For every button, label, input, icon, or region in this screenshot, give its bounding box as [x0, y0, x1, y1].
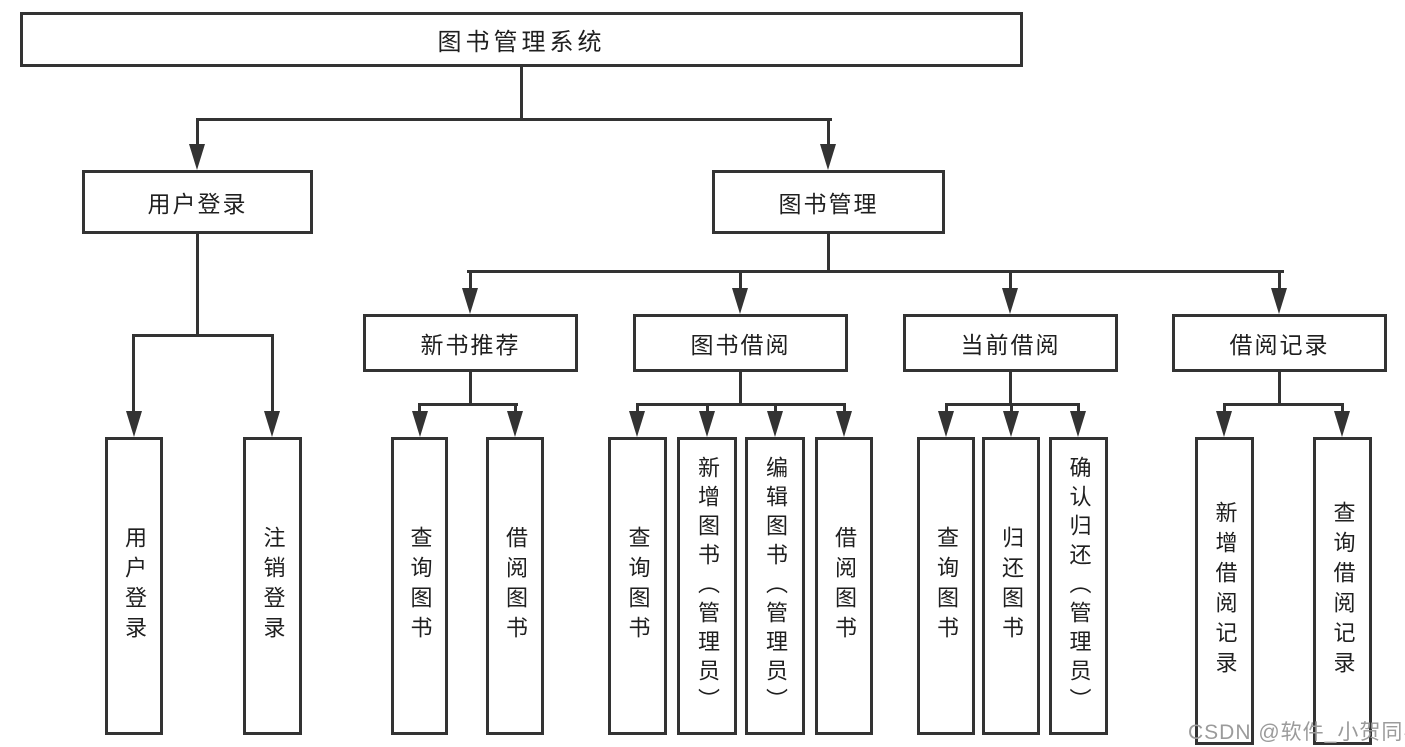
connector-stub	[636, 403, 639, 415]
arrow-down-icon	[1271, 288, 1287, 314]
leaf-newbook-borrow: 借阅图书	[486, 437, 544, 735]
node-book-management: 图书管理	[712, 170, 945, 234]
leaf-bb-query: 查询图书	[608, 437, 667, 735]
leaf-bb-query-label: 查询图书	[625, 526, 651, 646]
connector-stub-user-login	[196, 118, 199, 148]
leaf-logout-label: 注销登录	[260, 526, 286, 646]
connector-stub-leaf-login	[132, 334, 135, 414]
connector-stub	[1010, 403, 1013, 415]
node-root: 图书管理系统	[20, 12, 1023, 67]
connector-root-stem	[520, 67, 523, 118]
leaf-bb-edit-admin: 编辑图书（管理员）	[745, 437, 805, 735]
connector-stub	[706, 403, 709, 415]
arrow-down-icon	[836, 411, 852, 437]
arrow-down-icon	[507, 411, 523, 437]
node-book-borrow-label: 图书借阅	[690, 332, 791, 358]
leaf-cb-confirm-admin: 确认归还（管理员）	[1049, 437, 1108, 735]
arrow-down-icon	[629, 411, 645, 437]
arrow-down-icon	[1216, 411, 1232, 437]
connector-stub-leaf-logout	[271, 334, 274, 414]
leaf-cb-query-label: 查询图书	[934, 526, 959, 646]
connector-user-login-stem	[196, 234, 199, 337]
leaf-cb-return: 归还图书	[982, 437, 1040, 735]
node-user-login: 用户登录	[82, 170, 313, 234]
arrow-down-icon	[189, 144, 205, 170]
connector-stub	[514, 403, 517, 415]
connector-current-borrow-stem	[1009, 372, 1012, 406]
node-borrow-records: 借阅记录	[1172, 314, 1387, 372]
node-new-book-recommend-label: 新书推荐	[420, 332, 521, 358]
connector-book-mgmt-stem	[827, 234, 830, 273]
connector-new-book-stem	[469, 372, 472, 406]
arrow-down-icon	[264, 411, 280, 437]
connector-stub-book-borrow	[739, 270, 742, 292]
connector-level1-rail	[196, 118, 832, 121]
arrow-down-icon	[938, 411, 954, 437]
leaf-br-add-record-label: 新增借阅记录	[1212, 501, 1238, 681]
leaf-newbook-query: 查询图书	[391, 437, 448, 735]
connector-stub-current-borrow	[1009, 270, 1012, 292]
connector-stub	[945, 403, 948, 415]
arrow-down-icon	[1002, 288, 1018, 314]
leaf-br-query-record-label: 查询借阅记录	[1330, 501, 1356, 681]
connector-stub	[843, 403, 846, 415]
node-current-borrow-label: 当前借阅	[960, 332, 1061, 358]
leaf-bb-borrow-label: 借阅图书	[832, 526, 857, 646]
connector-book-borrow-stem	[739, 372, 742, 406]
arrow-down-icon	[1003, 411, 1019, 437]
connector-stub-borrow-records	[1278, 270, 1281, 292]
node-new-book-recommend: 新书推荐	[363, 314, 578, 372]
node-borrow-records-label: 借阅记录	[1229, 332, 1330, 358]
arrow-down-icon	[462, 288, 478, 314]
leaf-newbook-borrow-label: 借阅图书	[503, 526, 528, 646]
leaf-br-add-record: 新增借阅记录	[1195, 437, 1254, 745]
leaf-bb-add-admin: 新增图书（管理员）	[677, 437, 737, 735]
arrow-down-icon	[126, 411, 142, 437]
arrow-down-icon	[699, 411, 715, 437]
leaf-logout: 注销登录	[243, 437, 302, 735]
arrow-down-icon	[732, 288, 748, 314]
connector-stub	[1077, 403, 1080, 415]
node-book-management-label: 图书管理	[778, 191, 879, 217]
connector-stub-new-book	[469, 270, 472, 292]
node-root-label: 图书管理系统	[437, 29, 606, 56]
connector-new-book-rail	[418, 403, 518, 406]
connector-stub-book-mgmt	[827, 118, 830, 148]
leaf-bb-add-admin-label: 新增图书（管理员）	[695, 455, 720, 717]
leaf-cb-return-label: 归还图书	[999, 526, 1024, 646]
leaf-newbook-query-label: 查询图书	[407, 526, 433, 646]
connector-book-borrow-rail	[636, 403, 846, 406]
node-user-login-label: 用户登录	[147, 191, 248, 217]
leaf-user-login: 用户登录	[105, 437, 163, 735]
connector-borrow-records-stem	[1278, 372, 1281, 406]
connector-stub	[1341, 403, 1344, 415]
connector-borrow-records-rail	[1223, 403, 1344, 406]
arrow-down-icon	[1070, 411, 1086, 437]
arrow-down-icon	[1334, 411, 1350, 437]
leaf-bb-edit-admin-label: 编辑图书（管理员）	[763, 455, 788, 717]
arrow-down-icon	[412, 411, 428, 437]
connector-stub	[418, 403, 421, 415]
leaf-bb-borrow: 借阅图书	[815, 437, 873, 735]
connector-level2-rail	[467, 270, 1284, 273]
node-current-borrow: 当前借阅	[903, 314, 1118, 372]
leaf-cb-query: 查询图书	[917, 437, 975, 735]
node-book-borrow: 图书借阅	[633, 314, 848, 372]
leaf-user-login-label: 用户登录	[122, 526, 147, 646]
leaf-br-query-record: 查询借阅记录	[1313, 437, 1372, 745]
connector-stub	[1223, 403, 1226, 415]
leaf-cb-confirm-admin-label: 确认归还（管理员）	[1066, 455, 1092, 717]
arrow-down-icon	[820, 144, 836, 170]
csdn-watermark: CSDN @软件_小贺同学	[1188, 721, 1405, 744]
arrow-down-icon	[767, 411, 783, 437]
connector-user-login-rail	[132, 334, 274, 337]
connector-stub	[774, 403, 777, 415]
